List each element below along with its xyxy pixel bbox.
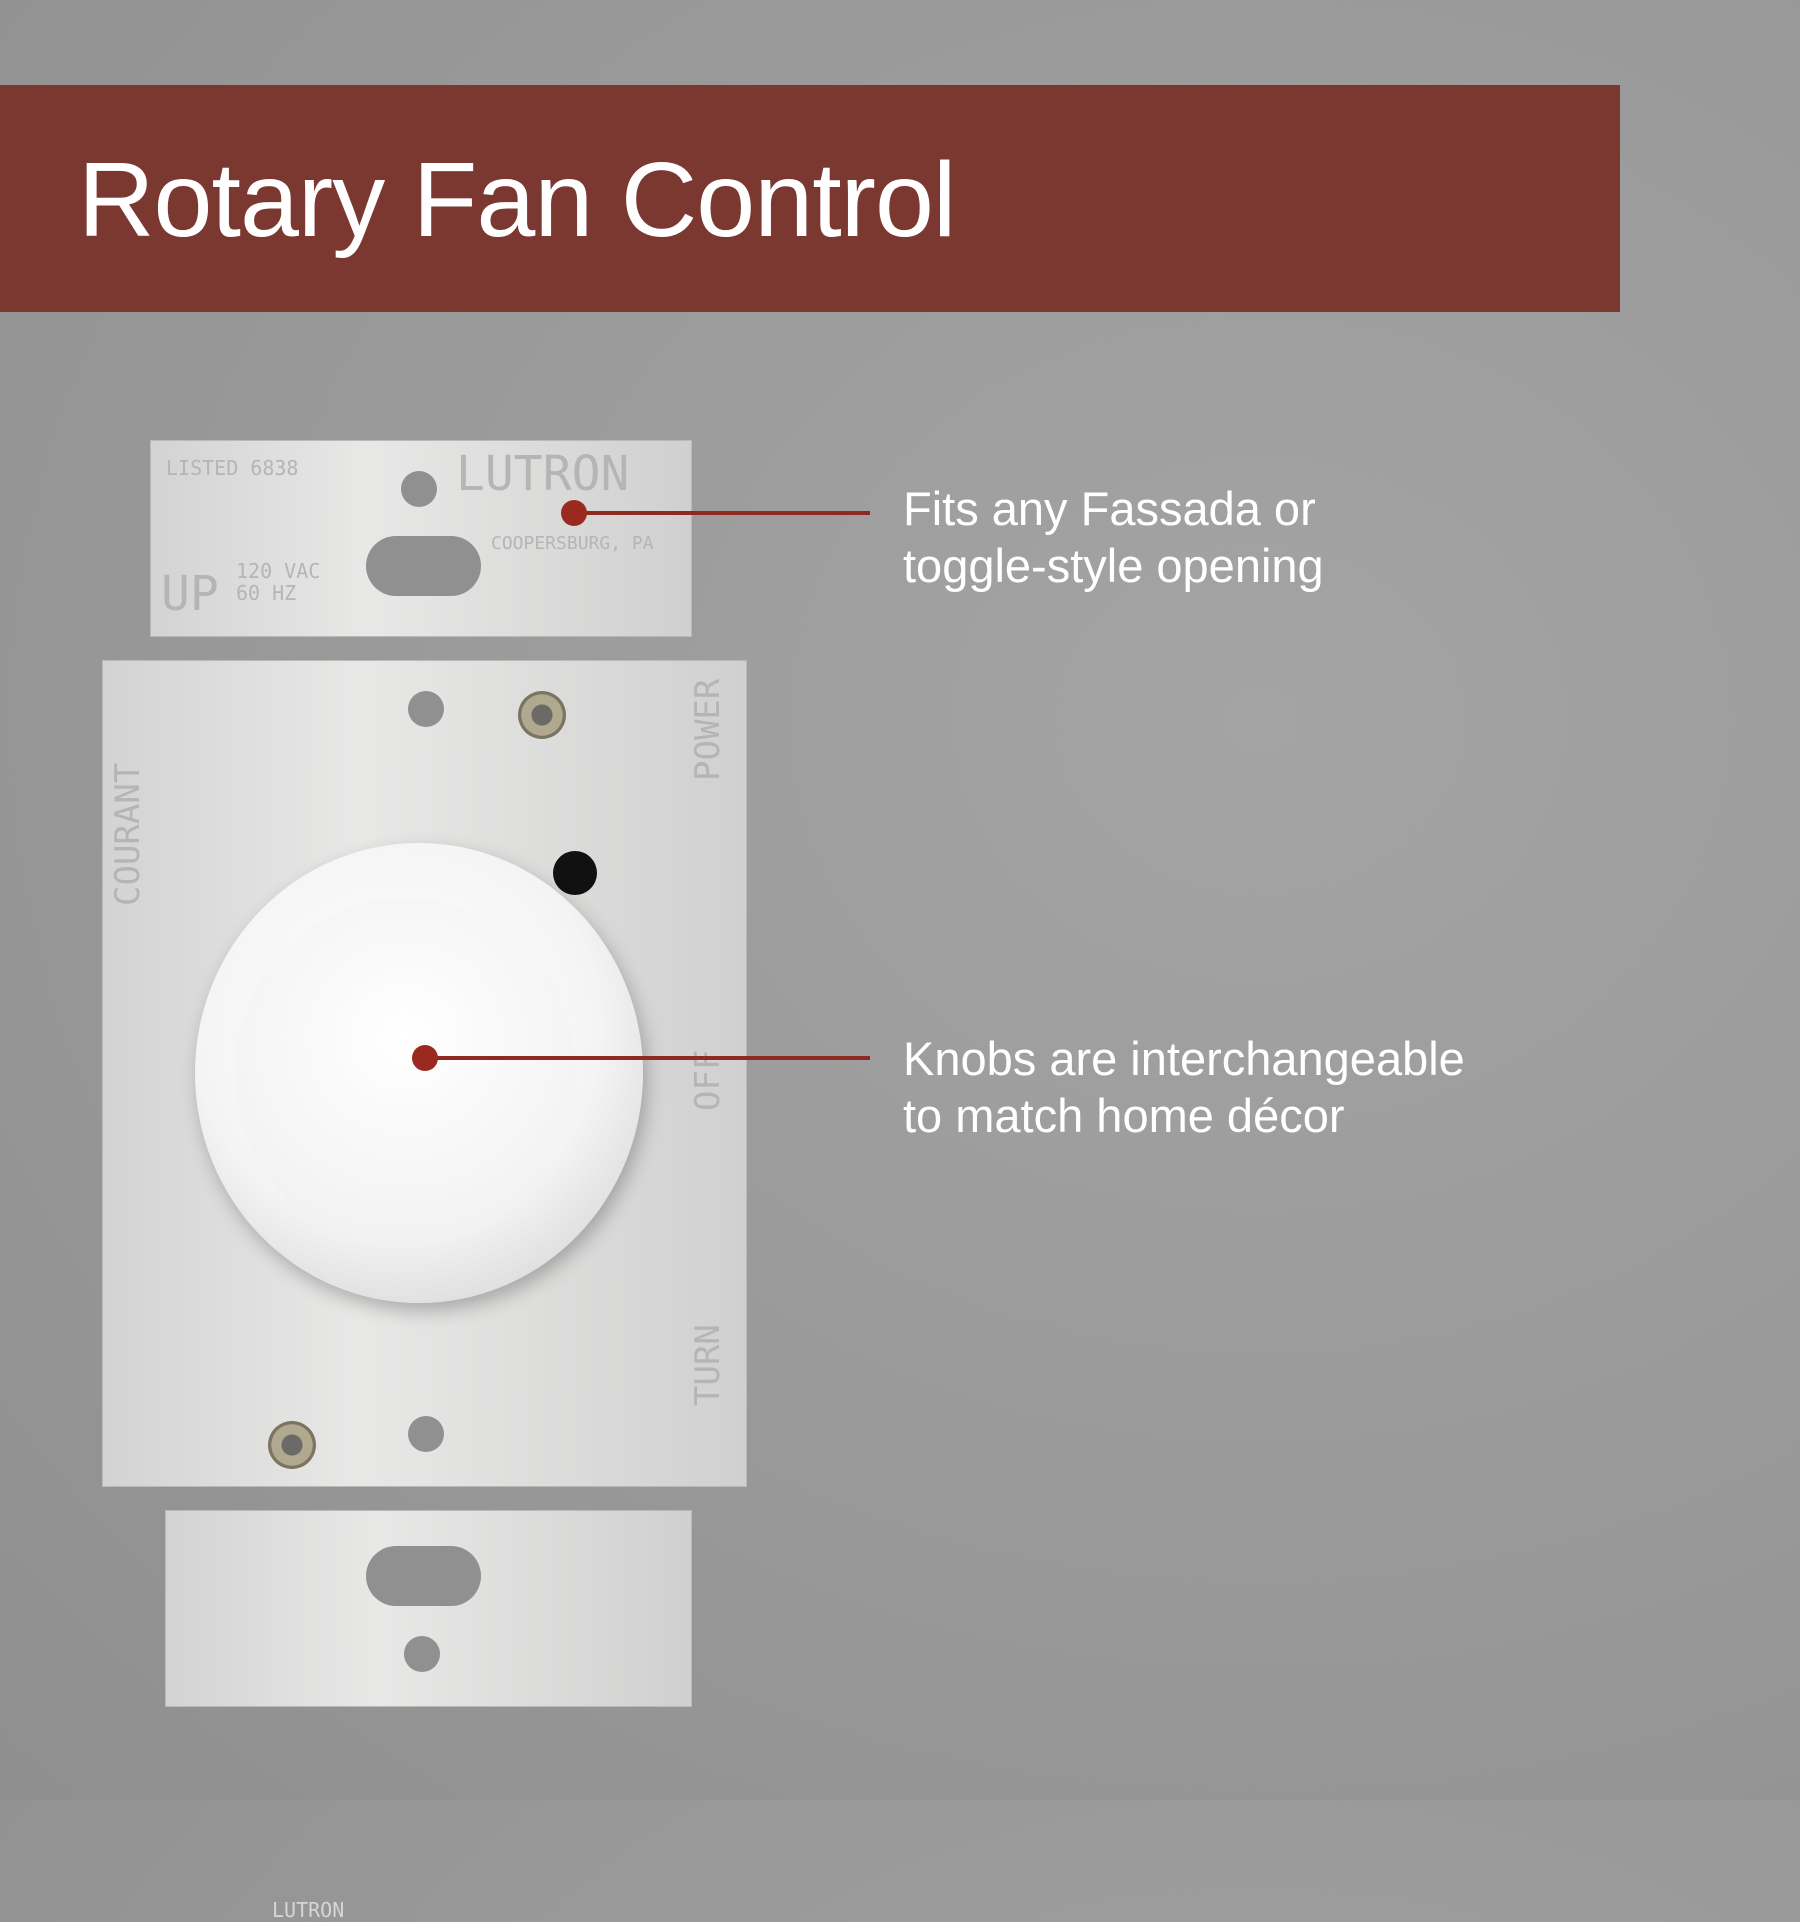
- stamp-listed: LISTED 6838: [166, 456, 299, 480]
- stamp-turn: TURN: [688, 1324, 728, 1406]
- screw: [268, 1421, 316, 1469]
- stamp-power: POWER: [688, 678, 728, 781]
- mounting-hole: [401, 471, 437, 507]
- page-title: Rotary Fan Control: [78, 141, 956, 259]
- callout-line-1: Knobs are interchangeable: [903, 1032, 1465, 1085]
- callout-dot: [561, 500, 587, 526]
- callout-line-1: Fits any Fassada or: [903, 482, 1316, 535]
- callout-line-2: toggle-style opening: [903, 539, 1324, 592]
- stamp-up: UP: [161, 566, 219, 622]
- stamp-frequency: 60 HZ: [236, 581, 297, 605]
- rotary-knob[interactable]: LUTRON: [195, 843, 643, 1922]
- knob-face: [235, 898, 575, 1248]
- mounting-hole: [408, 1416, 444, 1452]
- stamp-voltage: 120 VAC: [236, 559, 321, 583]
- stamp-courant: COURANT: [108, 762, 148, 906]
- mounting-hole: [404, 1636, 440, 1672]
- bottom-mounting-strap: [165, 1510, 692, 1707]
- callout-dot: [412, 1045, 438, 1071]
- indicator-hole: [553, 851, 597, 895]
- title-banner: Rotary Fan Control: [0, 85, 1620, 312]
- stamp-city: COOPERSBURG, PA: [491, 533, 654, 554]
- screw: [518, 691, 566, 739]
- stamp-brand: LUTRON: [456, 446, 630, 502]
- mounting-hole: [408, 691, 444, 727]
- callout-interchangeable-knobs: Knobs are interchangeable to match home …: [903, 1030, 1465, 1144]
- mounting-slot: [366, 536, 481, 596]
- callout-line-2: to match home décor: [903, 1089, 1345, 1142]
- callout-fits-opening: Fits any Fassada or toggle-style opening: [903, 480, 1324, 594]
- knob-logo: LUTRON: [272, 1898, 345, 1922]
- mounting-slot: [366, 1546, 481, 1606]
- callout-leader-line: [574, 511, 870, 515]
- callout-leader-line: [425, 1056, 870, 1060]
- top-mounting-strap: LISTED 6838 LUTRON COOPERSBURG, PA 120 V…: [150, 440, 692, 637]
